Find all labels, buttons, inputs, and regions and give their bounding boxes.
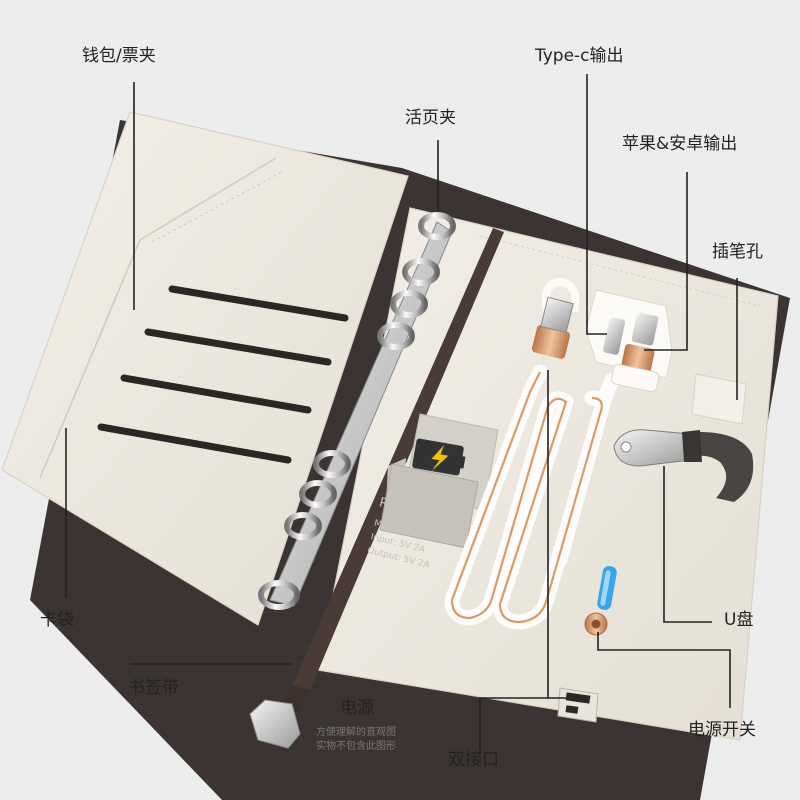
power-note-line2: 实物不包含此图形	[316, 740, 396, 752]
bookmark-ribbon	[292, 228, 504, 690]
bookmark-tag	[249, 699, 301, 749]
usb-a-connector	[531, 296, 574, 359]
leader-type-c	[586, 74, 607, 335]
battery-icon	[412, 438, 466, 476]
leader-power-switch	[597, 632, 731, 708]
dual-ports	[557, 687, 599, 723]
power-note-line1: 方便理解的直观图	[316, 727, 396, 738]
label-card-pocket: 卡袋	[40, 610, 74, 630]
right-panel-stitching	[479, 235, 761, 307]
cable-copper-wire	[450, 371, 603, 624]
label-dual-port: 双接口	[448, 750, 499, 770]
label-usb-disk: U盘	[724, 610, 754, 630]
label-apple-android: 苹果&安卓输出	[622, 134, 738, 154]
pocket-stitching	[151, 171, 283, 243]
pocket-flap-edge	[39, 157, 277, 479]
left-inner-panel	[1, 111, 409, 626]
label-wallet: 钱包/票夹	[82, 46, 156, 66]
label-pen-hole: 插笔孔	[712, 242, 763, 262]
label-bookmark: 书签带	[128, 678, 179, 698]
label-power-switch: 电源开关	[688, 720, 756, 740]
binder-rings	[258, 212, 456, 610]
leader-lines	[65, 74, 738, 754]
power-switch	[584, 566, 617, 636]
pen-loop	[691, 373, 747, 425]
label-power-note: 方便理解的直观图 实物不包含此图形	[316, 726, 426, 753]
usb-flash-drive	[613, 429, 754, 502]
card-slot-2	[144, 328, 332, 366]
cable-top-loop	[541, 277, 580, 316]
card-slot-3	[120, 374, 312, 414]
dual-connector-holder	[585, 289, 673, 393]
leader-apple-android	[644, 172, 688, 351]
card-slot-4	[97, 423, 292, 464]
label-binder-clip: 活页夹	[405, 108, 456, 128]
card-slot-1	[168, 285, 349, 322]
label-type-c: Type-c输出	[535, 46, 624, 66]
label-power: 电源	[340, 698, 374, 718]
power-bank-illustration: Power Bank Model: 8000mAh Input: 5V 2A O…	[366, 413, 499, 571]
leader-dual-port	[479, 370, 549, 754]
leader-usb-disk	[663, 466, 712, 623]
